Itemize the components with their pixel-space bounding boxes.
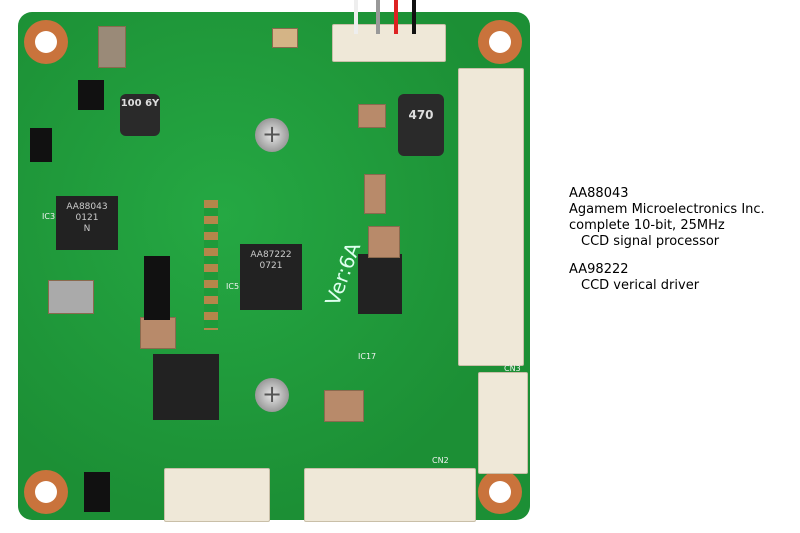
inductor-label: 100 6Y [120,98,160,109]
inductor: 100 6Y [120,94,160,136]
component [78,80,104,110]
capacitor [272,28,298,48]
chip-label: 0121 [75,213,99,223]
annotation-line: AA98222 [569,262,629,277]
annotation-line: Agamem Microelectronics Inc. [569,202,765,217]
component [84,472,110,512]
annotation-line: complete 10-bit, 25MHz [569,218,725,233]
silk-label: CN3 [504,364,521,373]
mounting-hole [478,470,522,514]
transistor [144,256,170,320]
capacitor [358,104,386,128]
wire [394,0,398,34]
wire [376,0,380,34]
annotation-line: CCD signal processor [581,234,720,249]
annotation-line: AA88043 [569,186,629,201]
silk-label: IC17 [358,352,377,361]
chip-label: AA88043 [66,202,108,212]
crystal [48,280,94,314]
ic-chip [153,354,219,420]
mounting-hole [478,20,522,64]
wire [412,0,416,34]
ccd-signal-processor-chip: AA88043 0121 N [56,196,118,250]
ic-chip [358,254,402,314]
capacitor [140,317,176,349]
capacitor [368,226,400,258]
screw [255,378,289,412]
capacitor [324,390,364,422]
connector-bottom-right[interactable] [304,468,476,522]
pin-header [204,200,218,330]
connector-top[interactable] [332,24,446,62]
chip-label: AA87222 [250,250,292,260]
annotation-line: CCD verical driver [581,278,700,293]
silk-label: IC3 [42,212,56,221]
chip-label: N [83,224,91,234]
connector-right-small[interactable] [478,372,528,474]
connector-bottom-left[interactable] [164,468,270,522]
inductor-label: 470 [408,108,434,122]
screw [255,118,289,152]
capacitor [98,26,126,68]
inductor: 470 [398,94,444,156]
ccd-vertical-driver-chip: AA87222 0721 [240,244,302,310]
mounting-hole [24,470,68,514]
annotation-text: AA88043 Agamem Microelectronics Inc. com… [569,186,765,294]
pcb-board: AA88043 0121 N IC3 AA87222 0721 IC5 Ver:… [18,12,530,522]
chip-label: 0721 [259,261,283,271]
wire [354,0,358,34]
silk-label: CN2 [432,456,449,465]
capacitor [364,174,386,214]
mounting-hole [24,20,68,64]
silk-label: IC5 [226,282,240,291]
component [30,128,52,162]
connector-right-long[interactable] [458,68,524,366]
